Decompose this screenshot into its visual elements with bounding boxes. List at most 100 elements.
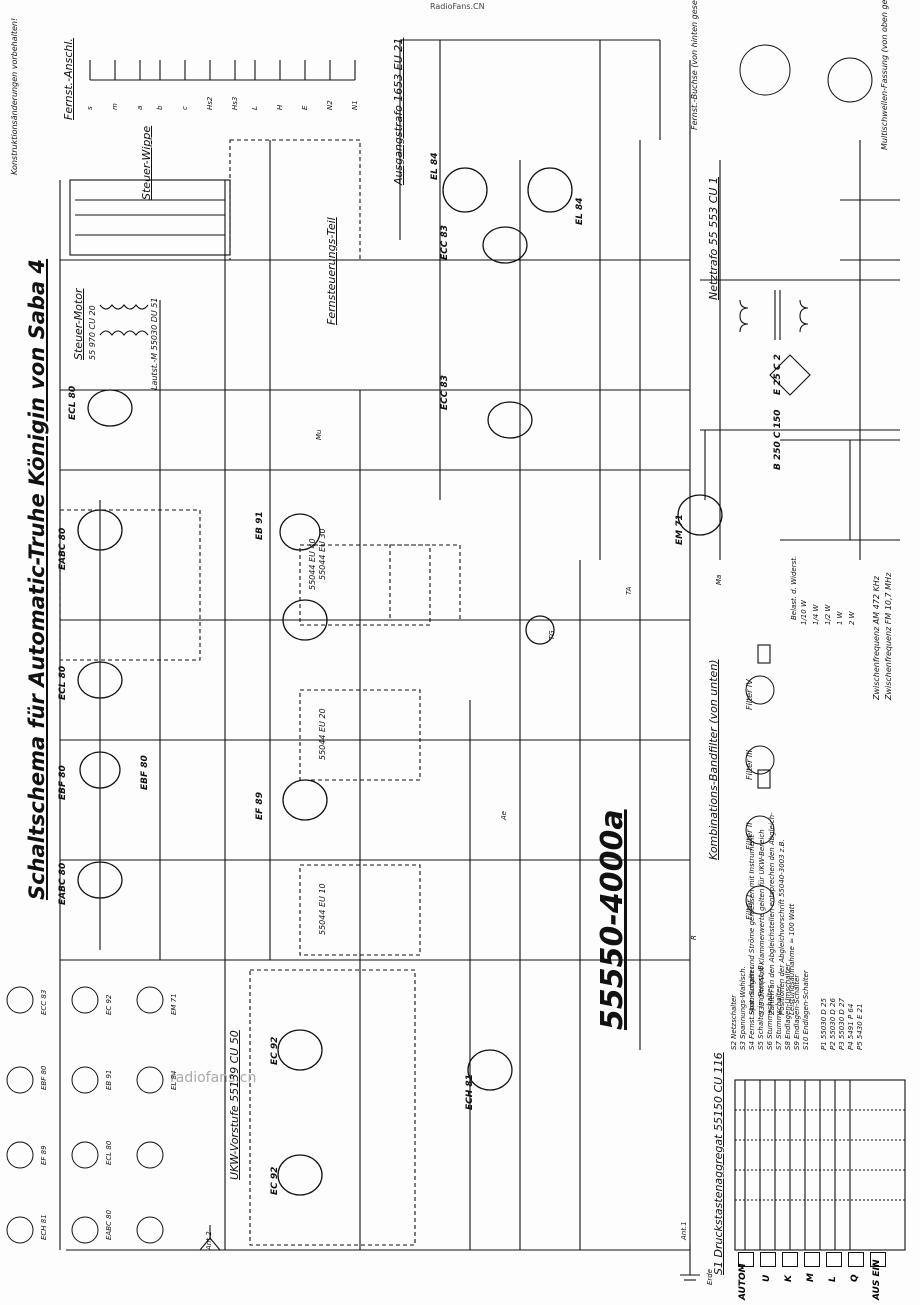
- tube-el84-a: EL 84: [430, 152, 440, 180]
- ukw-vorstufe-label: UKW-Vorstufe 55139 CU 50: [228, 1030, 241, 1180]
- switch-legend-s10: S10 Endlagen-Schalter: [802, 970, 810, 1050]
- terminal-hs3: Hs3: [231, 96, 239, 110]
- pinout-em71: EM 71: [170, 993, 178, 1015]
- steuer-motor-label: Steuer-Motor: [72, 288, 85, 360]
- tube-ecl80-top: ECL 80: [68, 385, 78, 420]
- watermark-mid: radiofans.cn: [170, 1070, 257, 1086]
- pushbutton-m[interactable]: [804, 1252, 820, 1267]
- label-tg: TG: [548, 630, 556, 640]
- pinout-eabc80: EABC 80: [105, 1209, 113, 1240]
- tube-ef89: EF 89: [255, 792, 265, 820]
- pushbutton-label-l: L: [828, 1276, 838, 1282]
- fernst-buchse-label: Fernst.-Buchse (von hinten gesehen): [690, 0, 699, 130]
- filter-label-4: Filter IV: [745, 679, 754, 710]
- pushbutton-label-q: Q: [850, 1274, 860, 1282]
- switch-legend-s4: S4 Fernst.-Ant.-Schalter: [748, 966, 756, 1050]
- filter-eu40: 55044 EU 40: [308, 538, 317, 590]
- terminal-l: L: [251, 106, 259, 110]
- pinout-ef89: EF 89: [40, 1145, 48, 1165]
- switch-legend-s9: S9 Endlagen-Schalter: [793, 974, 801, 1050]
- pushbutton-u[interactable]: [760, 1252, 776, 1267]
- fernst-anschl-label: Fernst.-Anschl.: [62, 38, 75, 120]
- tube-ech81: ECH 81: [465, 1074, 475, 1110]
- label-ma: Ma: [715, 574, 723, 585]
- pinout-ec92: EC 92: [105, 994, 113, 1015]
- switch-legend-s2: S2 Netzschalter: [730, 994, 738, 1050]
- cap-e25c2: E 25 C 2: [773, 354, 783, 395]
- filter-label-1: Filter I: [745, 894, 754, 920]
- steuer-wippe-label: Steuer-Wippe: [140, 125, 153, 200]
- bandfilter-label: Kombinations-Bandfilter (von unten): [707, 659, 720, 860]
- pushbutton-label-k: K: [784, 1275, 794, 1282]
- terminal-e: E: [301, 105, 309, 110]
- terminal-b: b: [156, 105, 164, 110]
- filter-eu10: 55044 EU 10: [318, 883, 327, 935]
- label-ta: TA: [625, 586, 633, 595]
- pinout-ech81: ECH 81: [40, 1214, 48, 1240]
- ausgangstrafo-label: Ausgangstrafo 1653 EU 21: [392, 37, 405, 185]
- load-1-4w: 1/4 W: [812, 604, 820, 625]
- pinout-eb91: EB 91: [105, 1069, 113, 1090]
- filter-eu20: 55044 EU 20: [318, 708, 327, 760]
- tube-ec92-a: EC 92: [270, 1036, 280, 1065]
- tube-ebf80: EBF 80: [58, 765, 68, 800]
- steuer-motor-type: 55 970 CU 20: [88, 305, 97, 360]
- lautst-motor-label: Lautst.-M 55030 DU 51: [150, 297, 159, 390]
- pushbutton-k[interactable]: [782, 1252, 798, 1267]
- fernsteuerungsteil-label: Fernsteuerungs-Teil: [325, 217, 338, 325]
- rectifier-b250: B 250 C 150: [773, 409, 783, 470]
- terminal-m: m: [111, 103, 119, 110]
- pinout-ecl80: ECL 80: [105, 1140, 113, 1165]
- watermark-top: RadioFans.CN: [430, 2, 485, 11]
- switch-legend-s8: S8 Endlagen-Umschalter: [784, 963, 792, 1050]
- label-ant1: Ant.1: [680, 1221, 688, 1240]
- pot-legend-p2: P2 55030 D 26: [829, 998, 837, 1050]
- pot-legend-p3: P3 55030 D 27: [838, 998, 846, 1050]
- filter-label-3: Filter III: [745, 749, 754, 780]
- pushbutton-label-aus-ein: AUS EIN: [872, 1259, 882, 1300]
- tube-ecc83-a: ECC 83: [440, 224, 450, 260]
- pinout-ecc83: ECC 83: [40, 989, 48, 1015]
- pushbutton-l[interactable]: [826, 1252, 842, 1267]
- schematic-title: Schaltschema für Automatic-Truhe Königin…: [25, 258, 49, 900]
- pinout-el84: EL 84: [170, 1070, 178, 1090]
- druckschalter-label: S1 Druckstastenaggregat 55150 CU 116: [712, 1052, 725, 1275]
- filter-eu30: 55044 EU 30: [318, 528, 327, 580]
- tube-ecc83-b: ECC 83: [440, 374, 450, 410]
- label-ae: Ae: [500, 810, 508, 820]
- label-r: R: [690, 935, 698, 940]
- pinout-ebf80: EBF 80: [40, 1065, 48, 1090]
- pushbutton-q[interactable]: [848, 1252, 864, 1267]
- filter-label-2: Filter II: [745, 822, 754, 850]
- load-2w: 2 W: [848, 611, 856, 625]
- pot-legend-p4: P4 5491 P 64: [847, 1003, 855, 1050]
- pushbutton-autom[interactable]: [738, 1252, 754, 1267]
- terminal-c: c: [181, 106, 189, 110]
- load-1-2w: 1/2 W: [824, 604, 832, 625]
- terminal-a: a: [136, 105, 144, 110]
- zf-fm-label: Zwischenfrequenz FM 10,7 MHz: [884, 572, 893, 700]
- tube-el84-b: EL 84: [575, 197, 585, 225]
- note-changes: Konstruktionsänderungen vorbehalten!: [10, 17, 19, 175]
- label-erde: Erde: [706, 1268, 714, 1285]
- tube-eb91: EB 91: [255, 511, 265, 540]
- pushbutton-aus-ein[interactable]: [870, 1252, 886, 1267]
- tube-ebf80-b: EBF 80: [140, 755, 150, 790]
- load-1-10w: 1/10 W: [800, 600, 808, 625]
- terminal-hs2: Hs2: [206, 96, 214, 110]
- tube-ec92-b: EC 92: [270, 1166, 280, 1195]
- tube-eabc80-top: EABC 80: [58, 527, 68, 570]
- zf-am-label: Zwischenfrequenz AM 472 KHz: [872, 576, 881, 700]
- switch-legend-s7: S7 Stummschalter: [775, 985, 783, 1050]
- terminal-h: H: [276, 104, 284, 110]
- pot-legend-p1: P1 55030 D 25: [820, 998, 828, 1050]
- pushbutton-label-autom: AUTOM: [738, 1263, 748, 1300]
- netztrafo-label: Netztrafo 55 553 CU 1: [707, 177, 720, 300]
- switch-legend-s6: S6 Stummschalter: [766, 985, 774, 1050]
- pot-legend-p5: P5 5430 E 21: [856, 1003, 864, 1051]
- model-number: 55550-4000a: [595, 809, 630, 1030]
- terminal-n1: N1: [351, 100, 359, 110]
- tube-em71: EM 71: [675, 514, 685, 545]
